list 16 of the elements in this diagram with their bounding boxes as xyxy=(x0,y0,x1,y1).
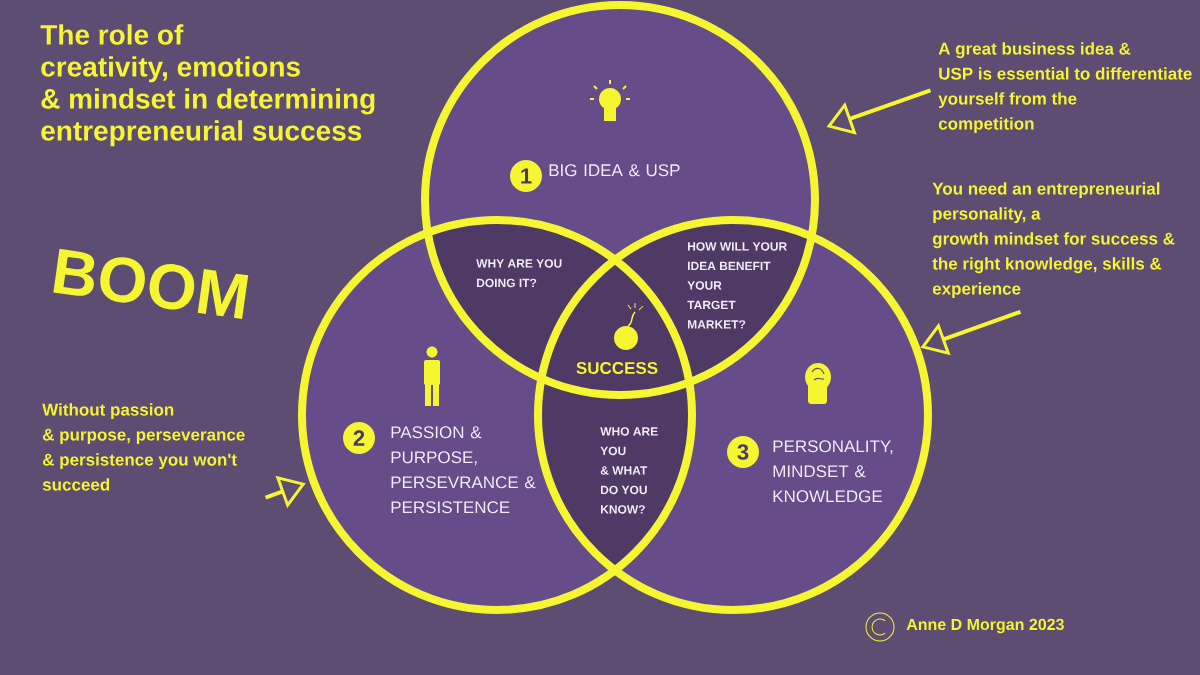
number-badge: 3 xyxy=(727,436,759,468)
boom-text: BOOM xyxy=(53,248,249,319)
center-label: SUCCESS xyxy=(576,362,658,375)
title: The role of creativity, emotions & mindset in determining entrepreneurial success xyxy=(40,24,375,147)
overlap-label: WHY ARE YOU DOING IT? xyxy=(476,259,562,288)
circle-label: PASSION & PURPOSE, PERSEVRANCE & PERSISTENCE xyxy=(391,426,536,514)
number-badge: 2 xyxy=(343,422,375,454)
circle-label: PERSONALITY, MINDSET & KNOWLEDGE xyxy=(773,440,893,503)
copyright-text: Anne D Morgan 2023 xyxy=(906,618,1064,634)
overlap-label: HOW WILL YOUR IDEA BENEFIT YOUR TARGET MARKET? xyxy=(687,242,787,329)
circle-label: BIG IDEA & USP xyxy=(549,164,680,177)
annotation-text: A great business idea & USP is essential to differentiate yourself from the competition xyxy=(938,42,1192,134)
annotation-text: Without passion & purpose, perseverance & persistence you won't succeed xyxy=(42,403,245,491)
overlap-label: WHO ARE YOU & WHAT DO YOU KNOW? xyxy=(600,427,658,514)
annotation-text: You need an entrepreneurial personality, a growth mindset for success & the right knowledge, skills & experience xyxy=(932,182,1175,299)
number-badge: 1 xyxy=(510,160,542,192)
